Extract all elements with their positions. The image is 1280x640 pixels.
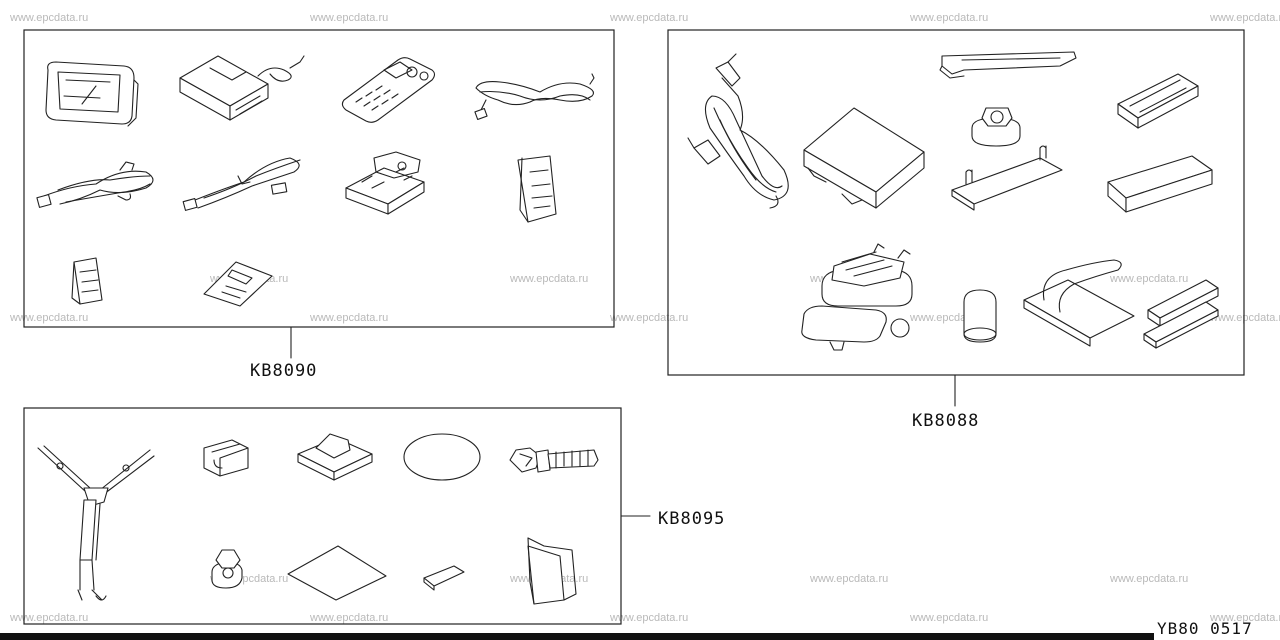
watermark-text: www.epcdata.ru <box>309 612 388 624</box>
watermark-text: www.epcdata.ru <box>809 573 888 585</box>
diagram-code: YB80 0517 <box>1157 619 1253 638</box>
kit-group-kb8095: KB8095 <box>23 407 725 625</box>
watermark-text: www.epcdata.ru <box>1109 573 1188 585</box>
coiled-cable-part[interactable] <box>687 53 789 209</box>
watermark-text: www.epcdata.ru <box>309 312 388 324</box>
small-pad-part[interactable] <box>423 565 465 591</box>
watermark-text: www.epcdata.ru <box>509 273 588 285</box>
warranty-card-part[interactable] <box>203 261 273 307</box>
bolt-part[interactable] <box>509 447 599 473</box>
watermark-text: www.epcdata.ru <box>909 12 988 24</box>
installation-booklet-part[interactable] <box>527 537 577 605</box>
watermark-text: www.epcdata.ru <box>909 612 988 624</box>
round-pad-part[interactable] <box>403 433 481 481</box>
control-unit-part[interactable] <box>179 55 305 121</box>
cord-holder-part[interactable] <box>1023 259 1135 347</box>
clamp-part[interactable] <box>297 433 373 481</box>
remote-control-part[interactable] <box>341 57 436 123</box>
foam-strip-part[interactable] <box>1107 155 1213 213</box>
kit-group-kb8090: KB8090 <box>23 29 615 381</box>
nut-part[interactable] <box>211 549 243 589</box>
foam-pad-part[interactable] <box>1117 73 1199 129</box>
kit-box-kb8090 <box>23 29 615 328</box>
foam-strips-part[interactable] <box>1143 279 1219 349</box>
cable-tie-part[interactable] <box>939 51 1077 79</box>
watermark-text: www.epcdata.ru <box>1209 12 1280 24</box>
watermark-text: www.epcdata.ru <box>609 312 688 324</box>
kit-label-kb8090[interactable]: KB8090 <box>250 361 317 381</box>
watermark-text: www.epcdata.ru <box>1209 612 1280 624</box>
connection-harness-part[interactable] <box>182 157 301 211</box>
watermark-text: www.epcdata.ru <box>9 12 88 24</box>
power-harness-part[interactable] <box>36 161 154 208</box>
leaflet-part[interactable] <box>71 257 103 305</box>
watermark-text: www.epcdata.ru <box>9 612 88 624</box>
protective-sheet-part[interactable] <box>287 545 387 601</box>
clip-part[interactable] <box>203 439 249 477</box>
watermark-text: www.epcdata.ru <box>309 12 388 24</box>
antenna-cable-part[interactable] <box>474 73 595 121</box>
kit-label-kb8088[interactable]: KB8088 <box>912 411 979 431</box>
watermark-text: www.epcdata.ru <box>1109 273 1188 285</box>
display-monitor-part[interactable] <box>45 61 139 127</box>
kit-label-kb8095[interactable]: KB8095 <box>658 509 725 529</box>
bottom-rule <box>0 633 1154 640</box>
watermark-text: www.epcdata.ru <box>609 612 688 624</box>
flange-nut-part[interactable] <box>971 107 1021 147</box>
holder-bracket-part[interactable] <box>345 151 425 215</box>
film-antenna-part[interactable] <box>37 445 155 601</box>
watermark-text: www.epcdata.ru <box>9 312 88 324</box>
watermark-text: www.epcdata.ru <box>609 12 688 24</box>
kit-group-kb8088: KB8088 <box>667 29 1245 431</box>
kit-box-kb8088 <box>667 29 1245 376</box>
tuner-box-part[interactable] <box>803 107 925 209</box>
instruction-booklet-part[interactable] <box>517 155 557 223</box>
stud-plate-part[interactable] <box>951 145 1063 211</box>
rubber-cap-part[interactable] <box>963 289 997 343</box>
mounting-stand-part[interactable] <box>801 243 913 351</box>
